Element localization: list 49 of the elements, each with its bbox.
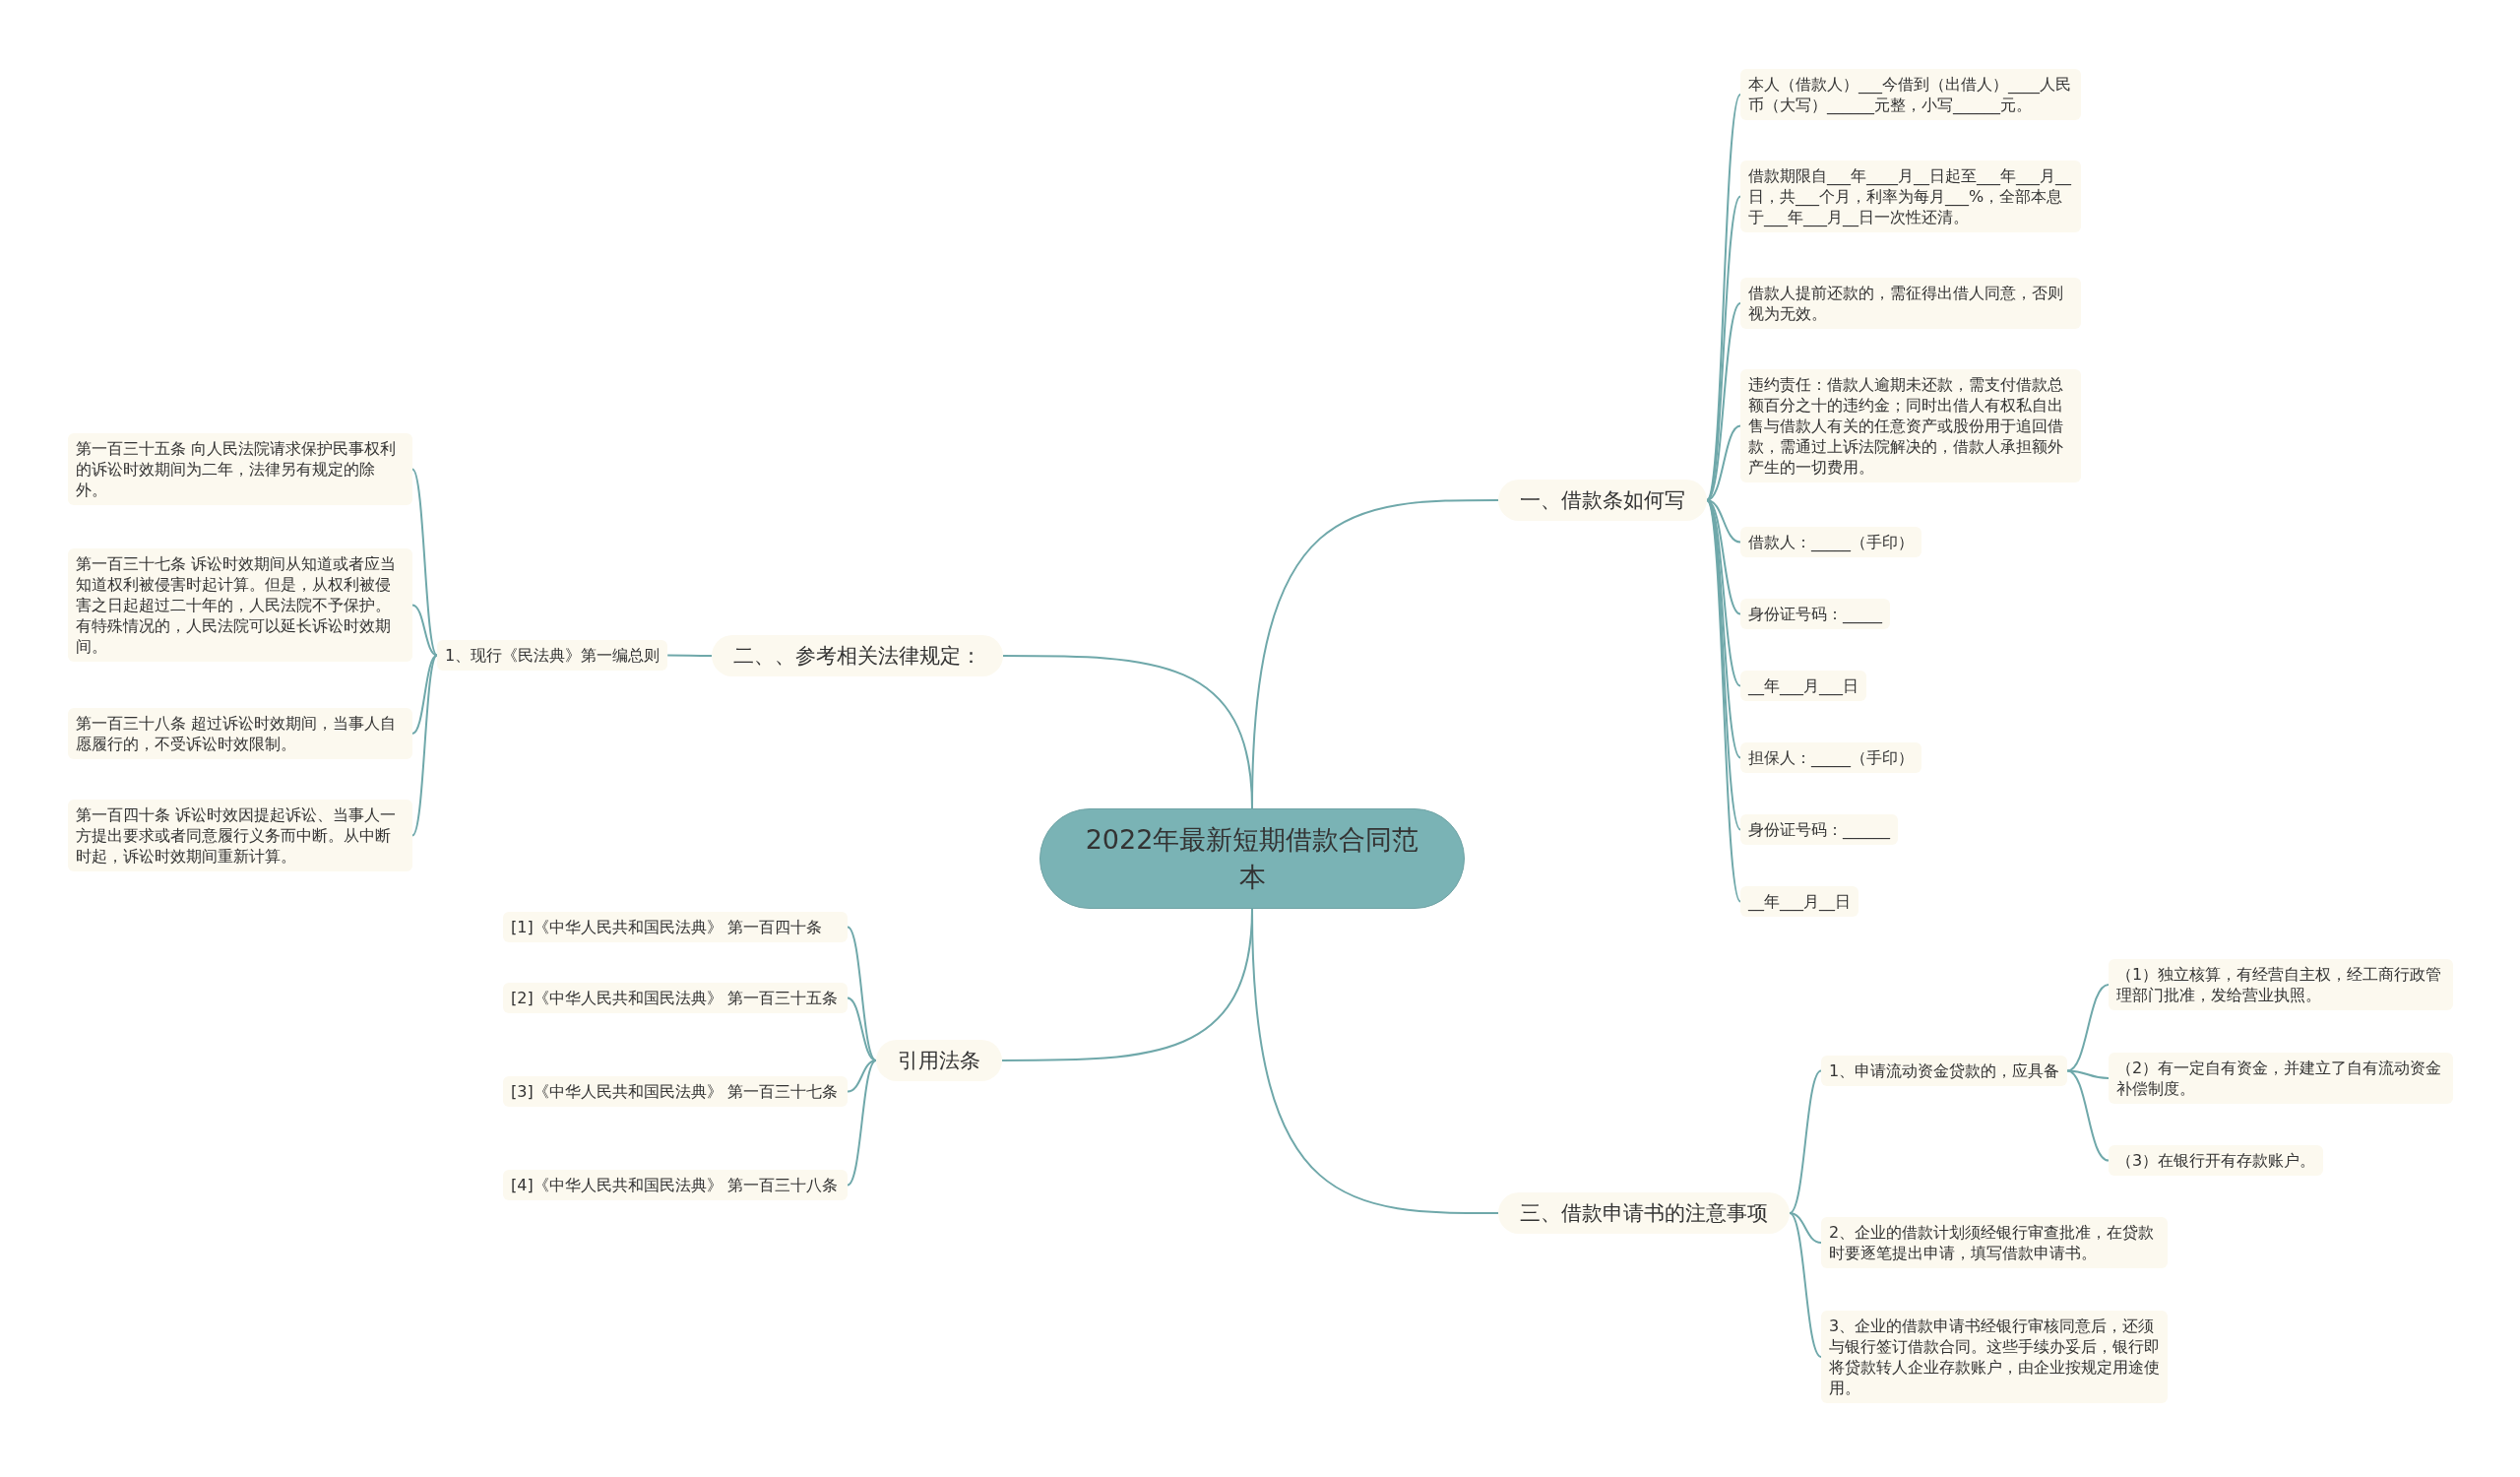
connector-line <box>411 654 438 837</box>
subtopic-box: 本人（借款人）___今借到（出借人）____人民币（大写）______元整，小写______元。 <box>1740 69 2081 120</box>
connector-line <box>847 1060 877 1093</box>
subtopic-box: 第一百三十八条 超过诉讼时效期间，当事人自愿履行的，不受诉讼时效限制。 <box>68 708 412 759</box>
connector-line <box>847 996 877 1061</box>
subtopic-box: __年___月___日 <box>1740 671 1866 701</box>
connector-line <box>411 468 438 657</box>
connector-line <box>1706 424 1741 501</box>
connector-line <box>2066 984 2110 1072</box>
subtopic-box: 借款期限自___年____月__日起至___年___月__日，共___个月，利率为每月___%，全部本息于___年___月__日一次性还清。 <box>1740 161 2081 232</box>
connector-line <box>1706 499 1741 903</box>
connector-line <box>1789 1069 1822 1214</box>
subtopic-box: 身份证号码：______ <box>1740 814 1898 845</box>
branch-topic: 三、借款申请书的注意事项 <box>1498 1192 1790 1234</box>
branch-topic: 一、借款条如何写 <box>1498 480 1707 521</box>
subtopic-box: [1]《中华人民共和国民法典》 第一百四十条 <box>503 912 848 942</box>
subtopic-box: 担保人：_____（手印） <box>1740 742 1922 773</box>
subtopic-box: 第一百四十条 诉讼时效因提起诉讼、当事人一方提出要求或者同意履行义务而中断。从中断时起，诉讼时效期间重新计算。 <box>68 800 412 871</box>
subtopic-box: 3、企业的借款申请书经银行审核同意后，还须与银行签订借款合同。这些手续办妥后，银行即将贷款转人企业存款账户，由企业按规定用途使用。 <box>1821 1311 2168 1403</box>
subtopic-box: [3]《中华人民共和国民法典》 第一百三十七条 <box>503 1076 848 1107</box>
connector-line <box>411 604 438 657</box>
subtopic-box: [2]《中华人民共和国民法典》 第一百三十五条 <box>503 983 848 1013</box>
subtopic-box: 借款人提前还款的，需征得出借人同意，否则视为无效。 <box>1740 278 2081 329</box>
subtopic-box: 1、现行《民法典》第一编总则 <box>437 640 668 671</box>
connector-line <box>411 654 438 735</box>
branch-topic: 引用法条 <box>876 1040 1002 1081</box>
subtopic-box: （3）在银行开有存款账户。 <box>2109 1145 2324 1176</box>
subtopic-box: 1、申请流动资金贷款的，应具备 <box>1821 1056 2068 1086</box>
subtopic-box: 违约责任：借款人逾期未还款，需支付借款总额百分之十的违约金；同时出借人有权私自出售与借款人有关的任意资产或股份用于追回借款，需通过上诉法院解决的，借款人承担额外产生的一切费用。 <box>1740 369 2081 482</box>
central-topic: 2022年最新短期借款合同范本 <box>1040 808 1465 909</box>
subtopic-box: （1）独立核算，有经营自主权，经工商行政管理部门批准，发给营业执照。 <box>2109 959 2453 1010</box>
subtopic-box: 2、企业的借款计划须经银行审查批准，在贷款时要逐笔提出申请，填写借款申请书。 <box>1821 1217 2168 1268</box>
connector-line <box>1706 94 1741 501</box>
subtopic-box: [4]《中华人民共和国民法典》 第一百三十八条 <box>503 1170 848 1200</box>
connector-line <box>847 926 877 1061</box>
subtopic-box: 借款人：_____（手印） <box>1740 527 1922 557</box>
connector-line <box>847 1060 877 1187</box>
connector-line <box>1002 655 1253 809</box>
connector-line <box>1706 499 1741 831</box>
connector-line <box>666 654 713 657</box>
connector-line <box>1789 1212 1822 1244</box>
subtopic-box: 第一百三十七条 诉讼时效期间从知道或者应当知道权利被侵害时起计算。但是，从权利被侵害之日起超过二十年的，人民法院不予保护。有特殊情况的，人民法院可以延长诉讼时效期间。 <box>68 548 412 662</box>
subtopic-box: 身份证号码：_____ <box>1740 599 1890 629</box>
subtopic-box: __年___月__日 <box>1740 886 1858 917</box>
connector-line <box>2066 1069 2110 1162</box>
connector-line <box>1789 1212 1822 1358</box>
branch-topic: 二、、参考相关法律规定： <box>712 635 1003 676</box>
subtopic-box: 第一百三十五条 向人民法院请求保护民事权利的诉讼时效期间为二年，法律另有规定的除外。 <box>68 433 412 505</box>
subtopic-box: （2）有一定自有资金，并建立了自有流动资金补偿制度。 <box>2109 1053 2453 1104</box>
